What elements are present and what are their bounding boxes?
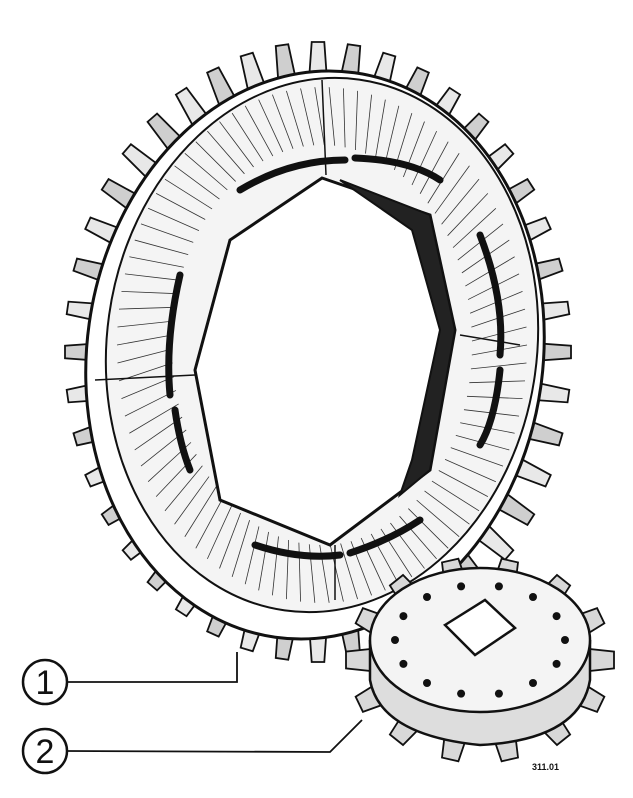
callout-2-number: 2	[36, 733, 55, 771]
bolt-hole	[423, 679, 432, 688]
iron-clamps	[165, 154, 505, 560]
callout-1-number: 1	[36, 664, 55, 702]
bolt-hole	[399, 612, 408, 621]
bolt-hole	[391, 636, 399, 644]
bolt-hole	[457, 582, 466, 591]
small-gear	[368, 566, 592, 747]
bolt-hole	[552, 659, 561, 668]
large-gear-rim	[84, 69, 546, 641]
drawing-id: 311.01	[532, 762, 559, 772]
bolt-hole	[528, 592, 537, 601]
bolt-hole	[494, 582, 503, 591]
bolt-hole	[399, 659, 408, 668]
callout-2: 2	[21, 719, 363, 775]
bolt-hole	[552, 612, 561, 621]
bolt-hole	[561, 636, 569, 644]
callout-1: 1	[21, 652, 238, 706]
small-gear-square-hole	[443, 598, 518, 657]
bolt-hole	[528, 679, 537, 688]
bolt-hole	[457, 689, 466, 698]
bolt-hole	[494, 689, 503, 698]
bolt-hole	[423, 592, 432, 601]
